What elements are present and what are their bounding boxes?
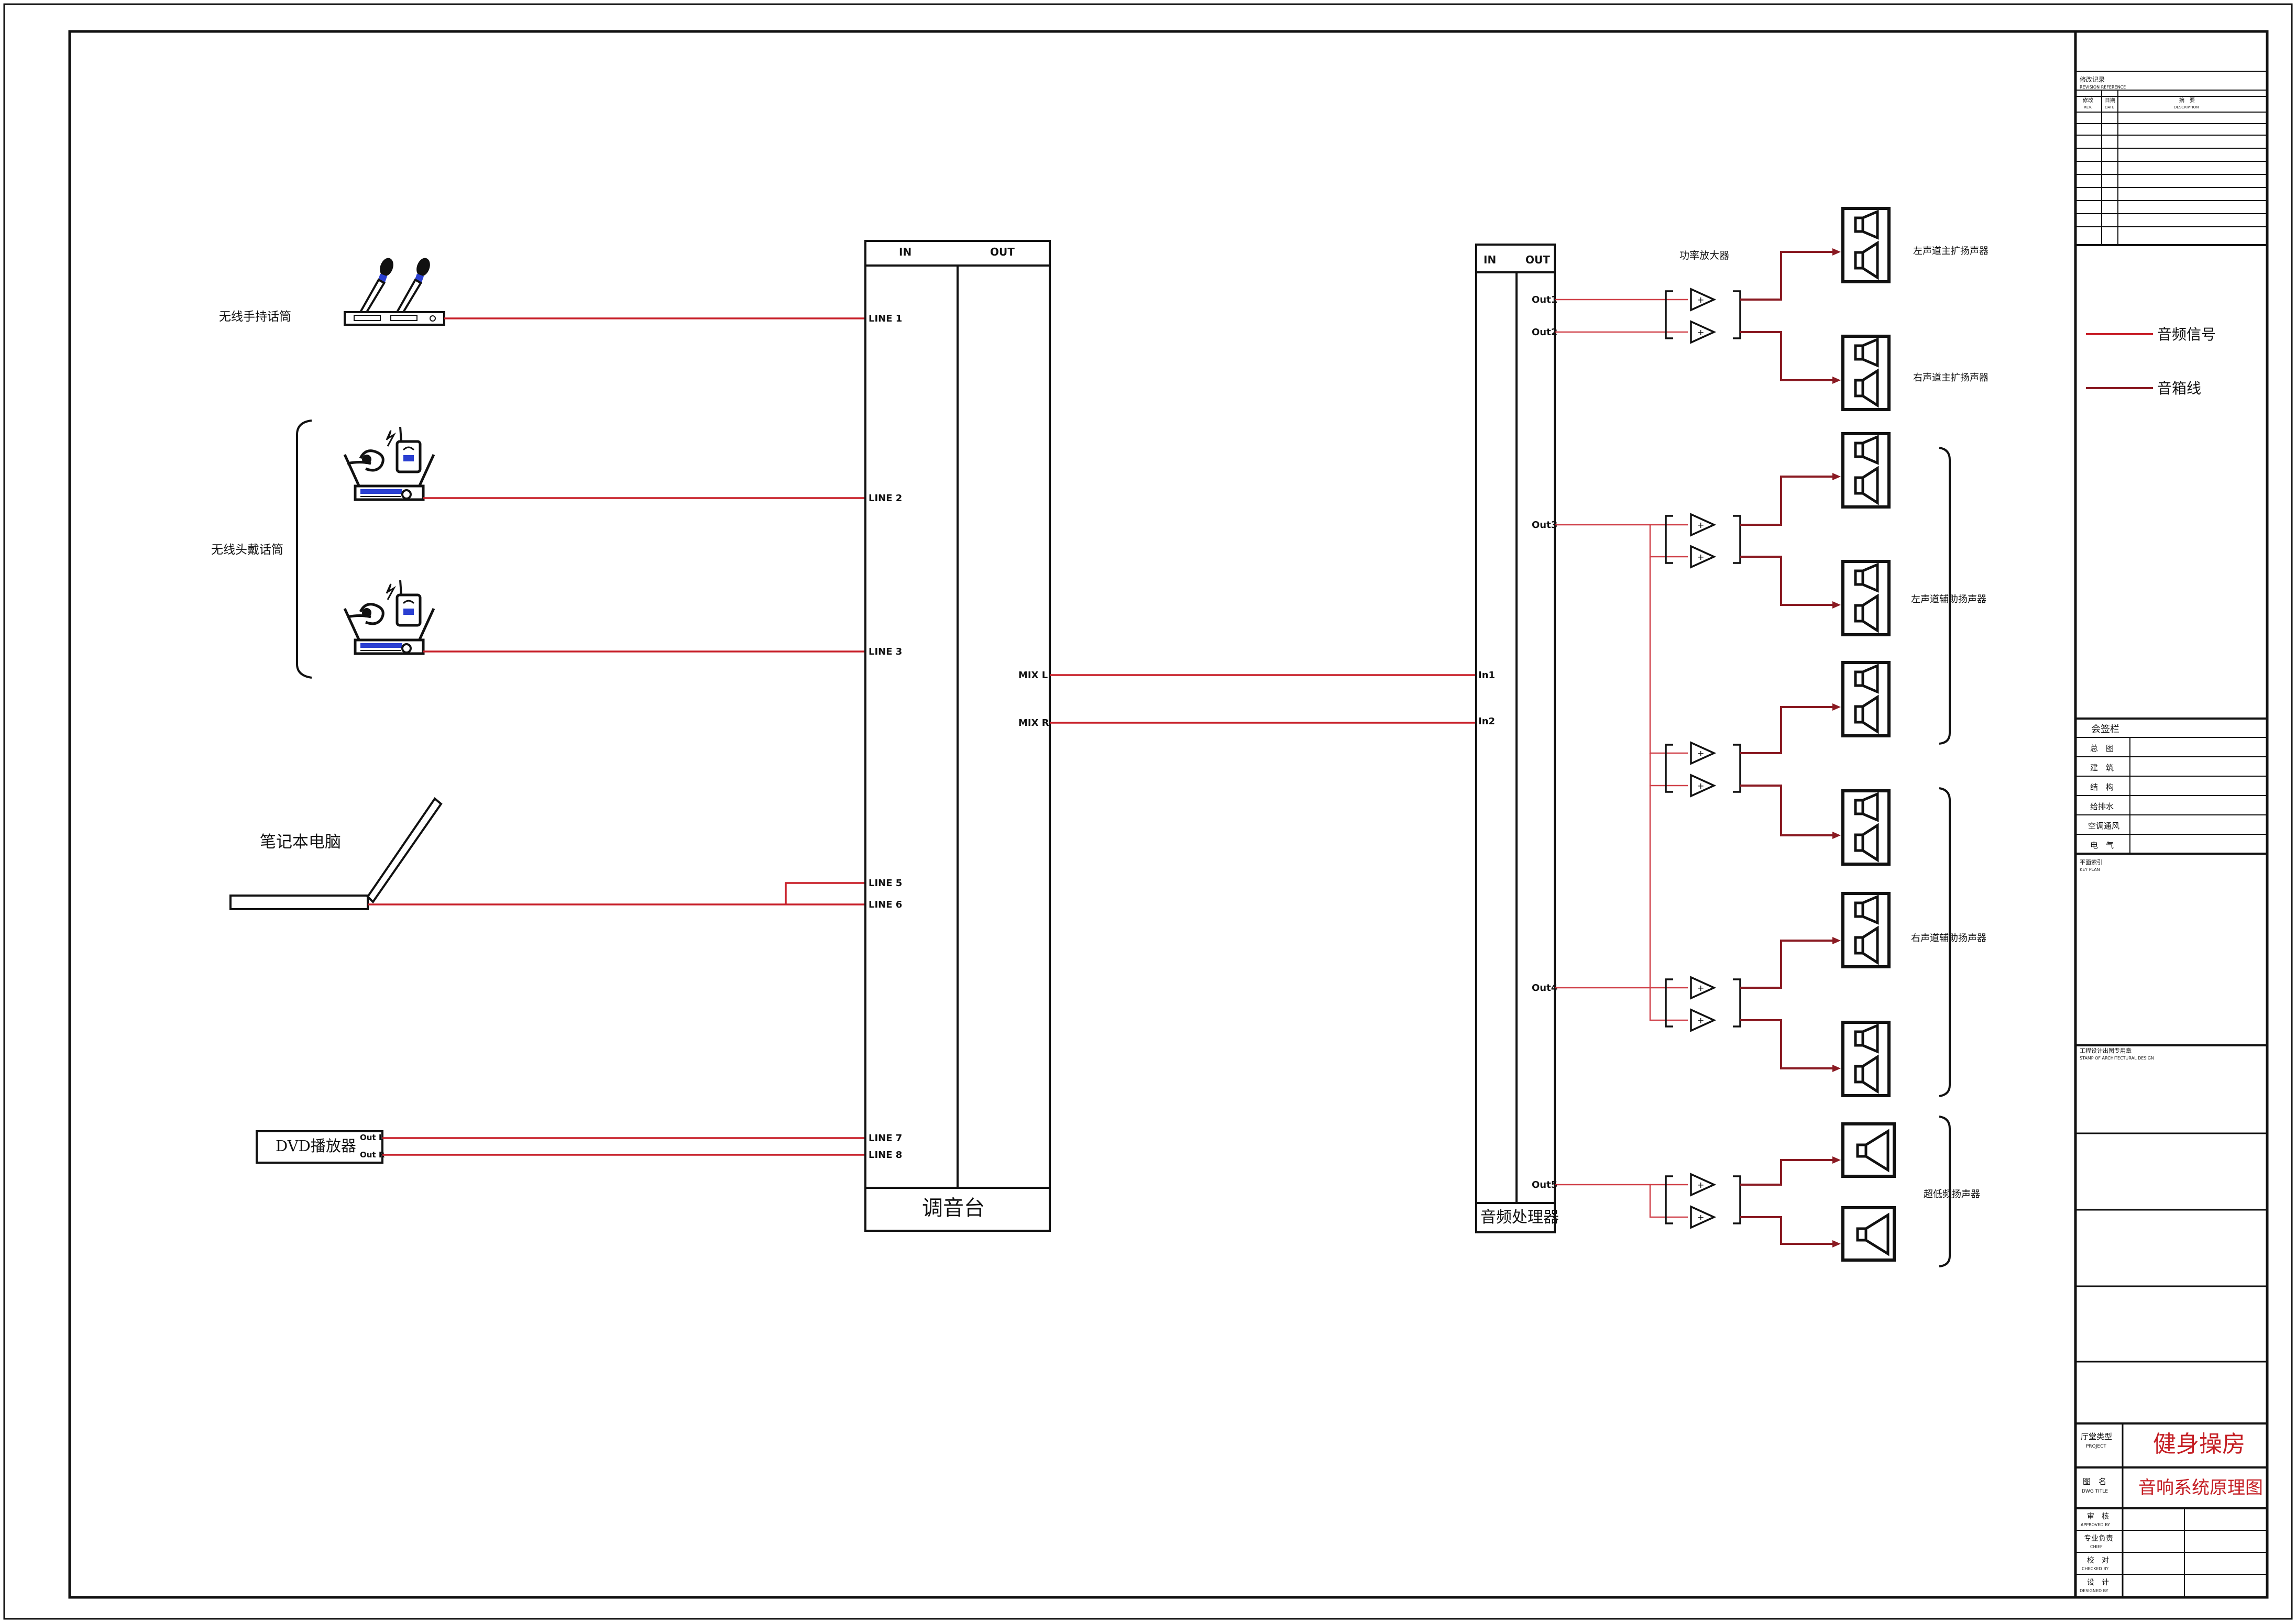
- mixer-out-header: OUT: [990, 246, 1015, 258]
- rev-col-no: 修改: [2083, 97, 2093, 104]
- label-left-main: 左声道主扩扬声器: [1913, 246, 1989, 257]
- checked: 校 对: [2087, 1556, 2109, 1565]
- label-wireless-handheld: 无线手持话筒: [219, 310, 291, 324]
- processor-in2: In2: [1478, 716, 1495, 727]
- designed-en: DESIGNED BY: [2080, 1588, 2108, 1593]
- processor-out4: Out4: [1532, 982, 1557, 993]
- speaker-cables: [1740, 251, 1838, 1245]
- signoff-row-2: 建 筑: [2090, 763, 2114, 772]
- mixer-name: 调音台: [922, 1196, 985, 1220]
- revision-title: 修改记录: [2080, 75, 2105, 83]
- approved-en: APPROVED BY: [2081, 1522, 2110, 1527]
- label-right-main: 右声道主扩扬声器: [1913, 372, 1989, 383]
- processor-out2: Out2: [1532, 327, 1557, 338]
- label-right-aux: 右声道辅助扬声器: [1911, 933, 1986, 944]
- revision-table: [2075, 71, 2267, 246]
- rev-col-no-en: REV.: [2084, 105, 2092, 109]
- laptop-group: 笔记本电脑: [229, 797, 443, 910]
- speakers: [1832, 208, 1894, 1260]
- project-value: 健身操房: [2153, 1431, 2245, 1458]
- stamp: 工程设计出图专用章: [2080, 1047, 2132, 1054]
- headset-brace: [296, 419, 312, 679]
- signoff-row-3: 结 构: [2090, 782, 2114, 792]
- laptop-screen: [366, 797, 443, 904]
- wireless-handheld-mic-group: 无线手持话筒: [219, 253, 445, 326]
- drawing-label-en: DWG TITLE: [2082, 1489, 2108, 1494]
- processor-output-wires: [1555, 299, 1688, 1218]
- mixer-line-6: LINE 6: [869, 899, 902, 910]
- keyplan: 平面索引: [2080, 858, 2103, 866]
- inner-border: [68, 30, 2269, 1599]
- processor-in-header: IN: [1484, 253, 1496, 266]
- mixer-line-1: LINE 1: [869, 313, 902, 324]
- input-wires: [368, 317, 865, 1156]
- chief: 专业负责: [2084, 1534, 2113, 1543]
- designed: 设 计: [2087, 1578, 2109, 1587]
- mixer-in-header: IN: [899, 246, 911, 258]
- label-dvd: DVD播放器: [276, 1137, 356, 1155]
- processor-out5: Out5: [1532, 1179, 1557, 1190]
- label-laptop: 笔记本电脑: [260, 833, 341, 852]
- processor-out-header: OUT: [1525, 253, 1550, 266]
- mixer-line-5: LINE 5: [869, 878, 902, 889]
- handheld-receiver: [344, 311, 445, 326]
- mixer-line-7: LINE 7: [869, 1133, 902, 1144]
- revision-title-en: REVISION REFERENCE: [2080, 85, 2126, 90]
- mixer-mix-r: MIX R: [1018, 717, 1049, 728]
- laptop-base: [229, 895, 369, 910]
- label-wireless-headset: 无线头戴话筒: [211, 543, 283, 557]
- project-label: 厅堂类型: [2081, 1432, 2112, 1441]
- mixer-line-3: LINE 3: [869, 646, 902, 657]
- legend: 音频信号 音箱线: [2086, 326, 2216, 397]
- checked-en: CHECKED BY: [2082, 1566, 2108, 1571]
- chief-en: CHIEF: [2090, 1544, 2103, 1549]
- keyplan-en: KEY PLAN: [2080, 867, 2100, 872]
- signoff-title: 会签栏: [2091, 724, 2119, 735]
- amplifiers: 功率放大器: [1665, 250, 1741, 1229]
- signoff-row-6: 电 气: [2090, 841, 2114, 850]
- amplifier-label: 功率放大器: [1679, 250, 1729, 261]
- mixer-line-2: LINE 2: [869, 493, 902, 504]
- stamp-en: STAMP OF ARCHITECTURAL DESIGN: [2080, 1056, 2154, 1061]
- audio-processor: IN OUT In1 In2 Out1 Out2 Out3 Out4 Out5 …: [1475, 244, 1559, 1233]
- processor-in1: In1: [1478, 670, 1495, 681]
- project-label-en: PROJECT: [2086, 1444, 2106, 1449]
- legend-audio-signal: 音频信号: [2157, 326, 2216, 343]
- processor-out1: Out1: [1532, 294, 1557, 305]
- processor-out3: Out3: [1532, 520, 1557, 531]
- signoff-row-4: 给排水: [2090, 802, 2114, 811]
- dvd-out-r: Out R: [360, 1150, 385, 1160]
- mixer-mix-l: MIX L: [1018, 670, 1048, 681]
- drawing-value: 音响系统原理图: [2138, 1477, 2263, 1498]
- title-block-text: 修改记录 REVISION REFERENCE 修改 REV. 日期 DATE …: [2080, 75, 2263, 1593]
- processor-name: 音频处理器: [1480, 1208, 1559, 1227]
- rev-col-date-en: DATE: [2105, 105, 2114, 109]
- rev-col-desc-en: DESCRIPTION: [2174, 105, 2199, 109]
- legend-speaker-cable: 音箱线: [2157, 380, 2201, 397]
- rev-col-desc: 摘 要: [2179, 97, 2195, 104]
- drawing-label: 图 名: [2083, 1477, 2106, 1486]
- outer-border: [3, 3, 2293, 1620]
- title-block: [2074, 31, 2267, 1597]
- dvd-out-l: Out L: [360, 1133, 384, 1142]
- signoff-row-5: 空调通风: [2088, 821, 2119, 831]
- rev-col-date: 日期: [2105, 97, 2115, 104]
- label-left-aux: 左声道辅助扬声器: [1911, 594, 1986, 605]
- approved: 审 核: [2087, 1512, 2109, 1521]
- mix-wires: [1050, 674, 1476, 724]
- signoff-row-1: 总 图: [2090, 744, 2114, 753]
- speaker-braces: [1939, 447, 1951, 1267]
- mixer-line-8: LINE 8: [869, 1150, 902, 1161]
- signoff-table: [2075, 737, 2267, 855]
- wireless-headset-group: 无线头戴话筒: [211, 419, 434, 679]
- dvd-player: DVD播放器 Out L Out R: [256, 1130, 385, 1164]
- mixer: IN OUT LINE 1 LINE 2 LINE 3 LINE 5 LINE …: [864, 240, 1051, 1232]
- label-sub: 超低频扬声器: [1924, 1189, 1980, 1200]
